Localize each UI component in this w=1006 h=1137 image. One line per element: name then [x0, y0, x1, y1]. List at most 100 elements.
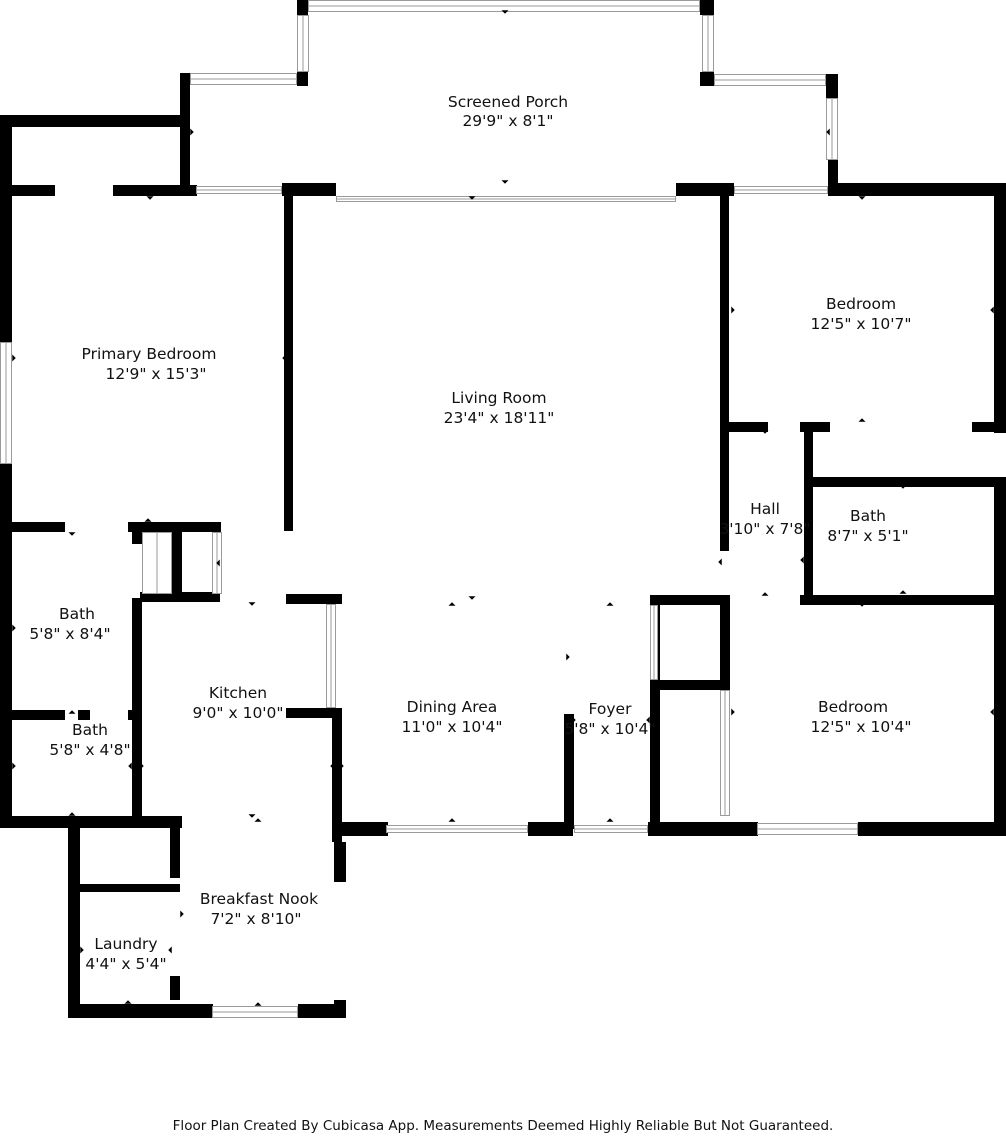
room-size: 9'0" x 10'0" [192, 704, 283, 722]
room-name: Bath [72, 721, 108, 739]
room-size: 12'5" x 10'7" [811, 315, 912, 333]
room-size: 3'10" x 7'8" [719, 520, 810, 538]
wall-segment [650, 680, 730, 690]
dimension-arrow-marker [858, 418, 866, 422]
room-size: 29'9" x 8'1" [462, 112, 553, 130]
wall-segment [286, 708, 342, 718]
wall-segment [128, 522, 221, 532]
wall-segment [332, 718, 342, 842]
wall-segment [170, 976, 180, 1000]
dimension-arrow-marker [254, 1002, 262, 1006]
wall-segment [720, 196, 729, 551]
room-size: 11'0" x 10'4" [402, 718, 503, 736]
dimension-arrow-marker [128, 762, 132, 770]
dimension-arrow-marker [731, 708, 735, 716]
wall-segment [813, 477, 1006, 487]
room-name: Living Room [451, 389, 546, 407]
wall-segment [0, 522, 65, 532]
dimension-arrow-marker [340, 762, 344, 770]
room-name: Primary Bedroom [82, 345, 217, 363]
room-label-bath-right: Bath 8'7" x 5'1" [827, 507, 908, 545]
wall-segment [800, 595, 1006, 605]
dimension-arrow-marker [826, 128, 830, 136]
room-label-hall: Hall 3'10" x 7'8" [719, 500, 810, 538]
wall-segment [972, 422, 1006, 432]
room-name: Dining Area [407, 698, 498, 716]
dimension-arrow-marker [68, 532, 76, 536]
room-size: 5'8" x 8'4" [29, 625, 110, 643]
dimension-arrow-marker [248, 602, 256, 606]
dimension-arrow-marker [800, 556, 804, 564]
wall-segment [676, 183, 734, 196]
dimension-arrow-marker [146, 196, 154, 200]
wall-segment [700, 0, 714, 15]
wall-segment [172, 532, 182, 602]
wall-segment [132, 598, 142, 816]
room-label-living-room: Living Room 23'4" x 18'11" [444, 389, 555, 427]
room-size: 7'2" x 8'10" [210, 910, 301, 928]
room-label-bath-left-lower: Bath 5'8" x 4'8" [49, 721, 130, 759]
dimension-arrow-marker [761, 592, 769, 596]
dimension-arrow-marker [124, 888, 132, 892]
dimension-arrow-marker [190, 128, 194, 136]
room-name: Foyer [589, 700, 633, 718]
room-size: 5'8" x 4'8" [49, 741, 130, 759]
wall-segment [828, 183, 1006, 196]
room-name: Breakfast Nook [200, 890, 318, 908]
wall-segment [648, 822, 758, 836]
room-name: Kitchen [209, 684, 267, 702]
wall-segment [729, 422, 768, 432]
dimension-arrow-marker [448, 602, 456, 606]
dimension-arrow-marker [216, 559, 220, 567]
dimension-arrow-marker [448, 818, 456, 822]
dimension-arrow-marker [899, 485, 907, 489]
room-label-breakfast-nook: Breakfast Nook 7'2" x 8'10" [200, 890, 318, 928]
wall-segment [140, 592, 220, 602]
dimension-arrow-marker [718, 558, 722, 566]
dimension-arrow-marker [12, 762, 16, 770]
wall-segment [78, 710, 90, 720]
room-size: 12'5" x 10'4" [811, 718, 912, 736]
dimension-arrow-marker [12, 354, 16, 362]
wall-segment [564, 714, 574, 829]
wall-segment [80, 884, 180, 892]
dimension-arrow-marker [254, 818, 262, 822]
wall-segment [170, 818, 180, 878]
dimension-arrow-marker [282, 354, 286, 362]
wall-segment [804, 432, 813, 605]
room-name: Laundry [94, 935, 157, 953]
dimension-arrow-marker [140, 762, 144, 770]
dimension-arrow-marker [501, 180, 509, 184]
dimension-arrow-marker [68, 710, 76, 714]
dimension-arrow-marker [468, 196, 476, 200]
wall-segment [297, 72, 308, 86]
wall-segment [12, 185, 55, 196]
dimension-arrow-marker [144, 518, 152, 522]
room-name: Bedroom [826, 295, 896, 313]
wall-segment [650, 595, 660, 830]
dimension-arrow-marker [180, 910, 184, 918]
dimension-arrow-marker [990, 708, 994, 716]
wall-segment [800, 422, 830, 432]
room-label-primary-bedroom: Primary Bedroom 12'9" x 15'3" [82, 345, 217, 383]
room-label-dining-area: Dining Area 11'0" x 10'4" [402, 698, 503, 736]
dimension-arrow-marker [761, 430, 769, 434]
room-size: 8'7" x 5'1" [827, 527, 908, 545]
wall-segment [858, 822, 1006, 836]
wall-segment [180, 73, 190, 186]
dimension-arrow-marker [572, 716, 576, 724]
wall-segment [720, 605, 730, 690]
wall-segment [113, 185, 197, 196]
wall-segment [128, 710, 142, 720]
dimension-arrow-marker [990, 306, 994, 314]
wall-segment [0, 115, 190, 127]
dimension-arrow-marker [566, 653, 570, 661]
room-label-laundry: Laundry 4'4" x 5'4" [85, 935, 166, 973]
room-name: Hall [750, 500, 780, 518]
dimension-arrow-marker [606, 818, 614, 822]
wall-segment [68, 1004, 213, 1018]
dimension-arrow-marker [468, 596, 476, 600]
dimension-arrow-marker [731, 306, 735, 314]
wall-segment [0, 115, 12, 827]
wall-segment [700, 72, 714, 86]
